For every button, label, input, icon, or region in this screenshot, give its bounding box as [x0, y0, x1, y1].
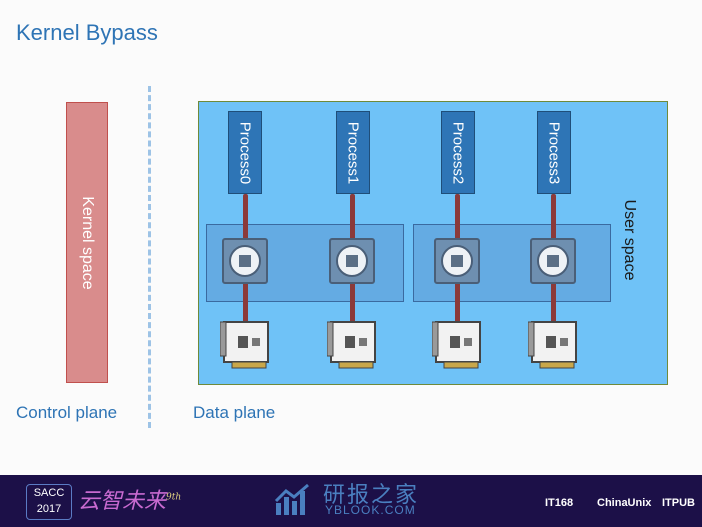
process-box-2: Process2	[441, 111, 475, 194]
wire-cpu3-nic	[551, 282, 556, 324]
process-label-2: Process2	[449, 121, 467, 184]
process-label-3: Process3	[545, 121, 563, 184]
slide-title: Kernel Bypass	[16, 20, 158, 45]
wire-process2-cpu	[455, 194, 460, 240]
kernel-space-box: Kernel space	[66, 102, 108, 383]
process-box-0: Process0	[228, 111, 262, 194]
network-card-icon	[220, 321, 269, 369]
process-label-0: Process0	[236, 121, 254, 184]
footer-banner	[0, 475, 702, 527]
sponsor-logo-chinaunix: ChinaUnix	[597, 497, 652, 509]
sacc-logo: SACC 2017	[26, 484, 72, 520]
ybook-logo-icon	[274, 483, 309, 515]
sacc-logo-line1: SACC	[33, 487, 65, 499]
cpu-chip-icon	[222, 238, 268, 284]
wire-process3-cpu	[551, 194, 556, 240]
network-card-icon	[432, 321, 481, 369]
wire-process0-cpu	[243, 194, 248, 240]
edition-mark: 9th	[166, 492, 182, 503]
network-card-icon	[528, 321, 577, 369]
plane-divider	[148, 86, 151, 428]
site-url: YBLOOK.COM	[325, 503, 416, 517]
user-space-label: User space	[621, 199, 638, 281]
process-box-3: Process3	[537, 111, 571, 194]
data-plane-label: Data plane	[193, 403, 276, 422]
wire-cpu1-nic	[350, 282, 355, 324]
sponsor-logo-it168: IT168	[545, 497, 574, 509]
cpu-chip-icon	[434, 238, 480, 284]
cpu-chip-icon	[329, 238, 375, 284]
sponsor-logo-itpub: ITPUB	[662, 497, 695, 509]
event-slogan: 云智未来9th	[78, 483, 181, 515]
sacc-logo-line2: 2017	[36, 503, 62, 515]
kernel-space-label: Kernel space	[79, 195, 96, 290]
process-label-1: Process1	[344, 121, 362, 184]
network-card-icon	[327, 321, 376, 369]
wire-cpu2-nic	[455, 282, 460, 324]
process-box-1: Process1	[336, 111, 370, 194]
slide: Kernel Bypass Kernel space Process0 Proc…	[16, 20, 668, 428]
wire-process1-cpu	[350, 194, 355, 240]
site-name: 研报之家	[323, 482, 420, 507]
cpu-chip-icon	[530, 238, 576, 284]
slogan-text: 云智未来	[78, 489, 167, 514]
control-plane-label: Control plane	[16, 403, 118, 422]
wire-cpu0-nic	[243, 282, 248, 324]
